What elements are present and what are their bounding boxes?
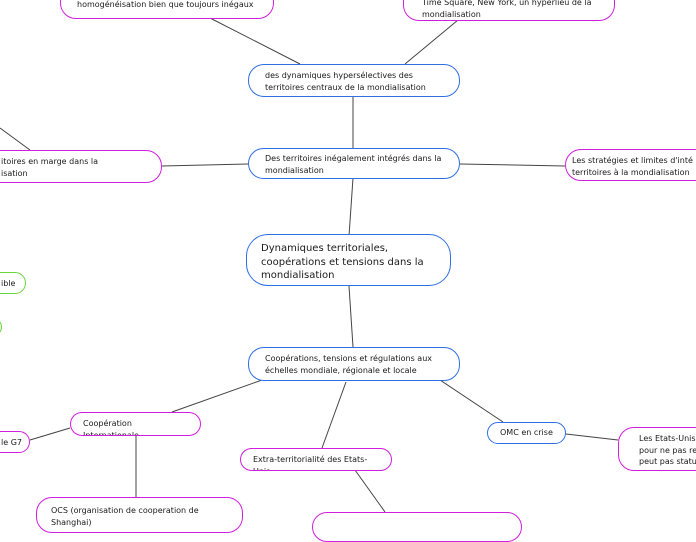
link-marge-offscreen	[0, 127, 31, 151]
node-territoires-label: Des territoires inégalement intégrés dan…	[265, 154, 442, 175]
link-omc-etats-unis	[565, 433, 619, 441]
node-cooperations-tensions-regulations[interactable]: Coopérations, tensions et régulations au…	[248, 347, 460, 381]
node-left-ible[interactable]: ible	[0, 272, 26, 294]
link-cooperations-extra	[321, 381, 347, 449]
node-dynamiques-hyperselectives[interactable]: des dynamiques hypersélectives des terri…	[248, 64, 460, 97]
link-coopinter-g7	[29, 427, 71, 441]
node-dynamiques-label: des dynamiques hypersélectives des terri…	[265, 71, 426, 92]
node-cooperation-internationale-label: Coopération Internationale	[83, 419, 139, 436]
node-etats-unis-label: Les Etats-Unis c pour ne pas ren peut pa…	[639, 434, 696, 466]
node-cooperation-internationale[interactable]: Coopération Internationale	[70, 412, 201, 436]
root-node[interactable]: Dynamiques territoriales, coopérations e…	[246, 234, 451, 286]
node-homogeneisation[interactable]: homogénéisation bien que toujours inégau…	[60, 0, 274, 19]
node-ocs[interactable]: OCS (organisation de cooperation de Shan…	[36, 497, 243, 533]
node-etats-unis[interactable]: Les Etats-Unis c pour ne pas ren peut pa…	[618, 427, 696, 471]
node-ocs-label: OCS (organisation de cooperation de Shan…	[51, 506, 199, 527]
node-homogeneisation-label: homogénéisation bien que toujours inégau…	[77, 0, 254, 9]
node-le-g7-label: le G7	[1, 438, 22, 447]
node-extra-territorialite-label: Extra-territorialité des Etats-Unis	[253, 455, 368, 471]
link-dynamiques-homogeneisation	[209, 17, 301, 65]
root-label: Dynamiques territoriales, coopérations e…	[261, 243, 424, 281]
link-root-cooperations	[348, 285, 354, 348]
node-extra-territorialite[interactable]: Extra-territorialité des Etats-Unis	[240, 448, 392, 471]
node-le-g7[interactable]: le G7	[0, 431, 30, 453]
node-left-ible-label: ible	[1, 279, 16, 288]
link-extra-offscreen	[354, 469, 386, 513]
node-time-square-label: Time Square, New York, un hyperlieu de l…	[422, 0, 592, 19]
node-omc-label: OMC en crise	[500, 428, 553, 437]
node-strategies-limites[interactable]: Les stratégies et limites d'inté territo…	[565, 149, 696, 181]
link-dynamiques-time-square	[404, 19, 459, 65]
connector-lines	[0, 17, 619, 513]
node-offscreen-bottom[interactable]	[312, 512, 522, 542]
link-root-territoires	[348, 177, 354, 237]
node-cooperations-label: Coopérations, tensions et régulations au…	[265, 354, 432, 375]
link-territoires-marge	[161, 163, 249, 167]
link-cooperations-omc	[439, 379, 504, 423]
link-cooperations-coopinter	[171, 379, 263, 413]
node-strategies-label: Les stratégies et limites d'inté territo…	[572, 156, 693, 177]
node-territoires-en-marge[interactable]: itoires en marge dans la isation	[0, 150, 162, 183]
node-omc-en-crise[interactable]: OMC en crise	[487, 422, 566, 444]
node-marge-label: itoires en marge dans la isation	[1, 157, 99, 178]
node-time-square[interactable]: Time Square, New York, un hyperlieu de l…	[403, 0, 615, 21]
link-territoires-strategies	[459, 163, 566, 167]
node-territoires-inegalement-integres[interactable]: Des territoires inégalement intégrés dan…	[248, 148, 460, 179]
